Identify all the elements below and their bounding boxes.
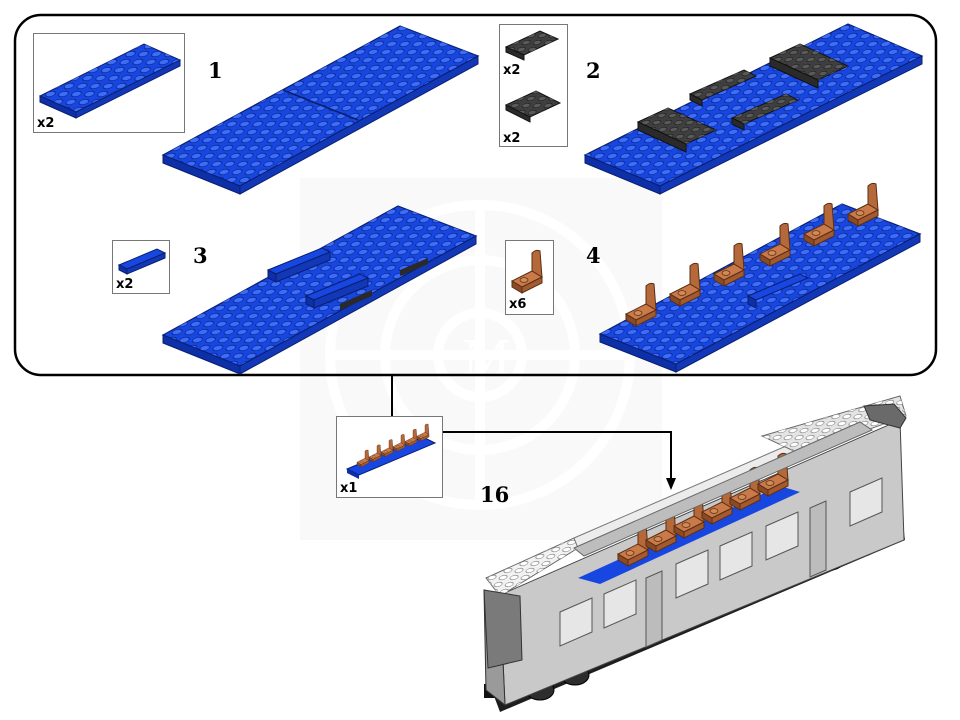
subassembly-callout: x1 <box>336 416 443 498</box>
dark-gray-plate-2x4-icon <box>504 90 562 123</box>
train-car-model <box>483 395 907 712</box>
substep-3-model <box>161 205 478 375</box>
step-arrow <box>441 431 672 480</box>
part-qty-2b: x2 <box>503 131 521 146</box>
substep-2-model <box>583 23 924 195</box>
parts-callout-2: x2 x2 <box>499 24 568 147</box>
substep-number-4: 4 <box>586 243 601 268</box>
parts-callout-3: x2 <box>112 240 170 294</box>
part-qty-3: x2 <box>116 277 134 292</box>
part-qty-2a: x2 <box>503 63 521 78</box>
step-arrow-head <box>666 478 676 490</box>
svg-text:M: M <box>462 331 511 387</box>
part-qty-1: x2 <box>37 116 55 131</box>
blue-tile-1x4-icon <box>117 248 167 275</box>
subassembly-qty: x1 <box>340 481 358 496</box>
substep-number-3: 3 <box>193 243 208 268</box>
blue-plate-4x10-icon <box>38 43 182 119</box>
dark-gray-plate-1x4-icon <box>504 30 560 61</box>
substep-number-2: 2 <box>586 58 601 83</box>
step-number: 16 <box>480 482 510 507</box>
seat-floor-subassembly-icon <box>345 423 437 479</box>
subassembly-frame <box>13 13 938 377</box>
parts-callout-4: x6 <box>505 240 554 315</box>
substep-4-model <box>598 182 922 373</box>
dark-gray-plates-icons <box>504 30 562 123</box>
part-qty-4: x6 <box>509 297 527 312</box>
substep-number-1: 1 <box>208 58 223 83</box>
parts-callout-1: x2 <box>33 33 185 133</box>
substep-1-model <box>161 25 480 195</box>
